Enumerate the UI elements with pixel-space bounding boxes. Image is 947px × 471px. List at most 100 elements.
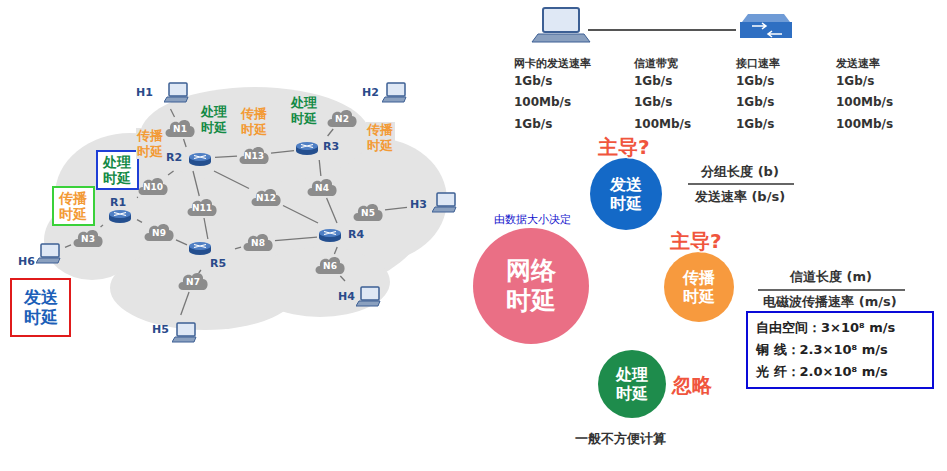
- table-cell: 1Gb/s: [634, 95, 672, 109]
- router-top: [109, 210, 131, 218]
- laptop-screen: [437, 193, 455, 206]
- cloud-node: N7: [177, 271, 209, 291]
- switch-top: [742, 14, 790, 22]
- note-label: 传播 时延: [366, 122, 395, 153]
- cloud-node: N1: [164, 118, 196, 138]
- panel-label: 自由空间：3×10⁸ m/s: [756, 317, 924, 339]
- box-label: 传播 时延: [58, 190, 89, 222]
- note-label: 传播 时延: [136, 128, 165, 159]
- host-node: H2: [360, 80, 410, 108]
- circle-node: 发送 时延: [590, 158, 662, 230]
- router-top: [189, 153, 211, 161]
- laptop-screen: [41, 244, 59, 257]
- panel-node: 自由空间：3×10⁸ m/s铜 线：2.3×10⁸ m/s光 纤：2.0×10⁸…: [746, 311, 934, 389]
- circle-label: 发送 时延: [608, 175, 645, 213]
- link-line: [215, 156, 237, 157]
- link-line: [171, 109, 175, 117]
- cloud-node: N11: [186, 197, 218, 217]
- router-arrows: [324, 232, 336, 235]
- router-label: R2: [166, 151, 182, 164]
- router-icon: [188, 241, 212, 256]
- box-label: 处理 时延: [102, 154, 133, 186]
- cloud-label: N13: [238, 151, 270, 162]
- router-label: R4: [348, 228, 364, 241]
- cloud-node: N10: [137, 176, 169, 196]
- laptop-icon: [532, 8, 590, 42]
- host-label: H5: [152, 323, 169, 336]
- cloud-node: N12: [250, 187, 282, 207]
- cloud-label: N5: [352, 208, 384, 219]
- router-icon: [295, 141, 319, 156]
- table-cell: 1Gb/s: [736, 74, 774, 88]
- cloud-part: [250, 247, 390, 317]
- router-icon: [188, 152, 212, 167]
- router-node: R2: [166, 148, 214, 170]
- table-cell: 100Mb/s: [836, 117, 893, 131]
- note-label: 传播 时延: [240, 106, 269, 137]
- router-node: R5: [188, 240, 234, 272]
- host-node: H4: [336, 282, 384, 312]
- cloud-label: N10: [137, 182, 169, 193]
- link-line: [271, 151, 294, 154]
- host-label: H4: [338, 290, 355, 303]
- cloud-node: N4: [306, 177, 338, 197]
- cloud-label: N7: [177, 277, 209, 288]
- switch-icon: [740, 14, 792, 38]
- table-cell: 1Gb/s: [634, 74, 672, 88]
- cloud-label: N4: [306, 183, 338, 194]
- router-arrows: [194, 156, 206, 159]
- formula-term: 分组长度 (b): [680, 163, 800, 181]
- cloud-label: N12: [250, 193, 282, 204]
- host-node: H3: [408, 190, 460, 218]
- note-label: 处理 时延: [290, 95, 319, 126]
- router-top: [319, 229, 341, 237]
- cloud-label: N8: [242, 238, 274, 249]
- cloud-node: N6: [314, 255, 346, 275]
- link-line: [319, 160, 321, 176]
- cloud-label: N9: [143, 228, 175, 239]
- laptop-icon: [36, 243, 62, 265]
- host-label: H1: [136, 86, 153, 99]
- cloud-label: N11: [186, 203, 218, 214]
- table-cell: 1Gb/s: [514, 117, 552, 131]
- link-line: [328, 129, 334, 136]
- cloud-label: N3: [72, 234, 104, 245]
- router-label: R1: [110, 196, 126, 209]
- panel-label: 铜 线：2.3×10⁸ m/s: [756, 339, 924, 361]
- laptop-screen: [361, 287, 379, 300]
- link-line: [235, 247, 241, 249]
- link-wire: [588, 29, 736, 31]
- switch-arrows: [752, 23, 782, 37]
- fraction-bar: [688, 183, 794, 185]
- link-line: [193, 171, 199, 196]
- note-label: 主导?: [598, 134, 650, 161]
- laptop-screen: [169, 83, 187, 96]
- formula-term: 发送速率 (b/s): [680, 188, 800, 206]
- laptop-base: [356, 301, 380, 306]
- note-label: 处理 时延: [200, 104, 229, 135]
- link-line: [101, 225, 103, 227]
- laptop-base: [382, 97, 406, 102]
- link-line: [136, 196, 138, 198]
- box-node: 发送 时延: [10, 278, 71, 337]
- switch-body: [740, 22, 792, 38]
- host-label: H3: [410, 198, 427, 211]
- note-label: 由数据大小决定: [494, 212, 571, 227]
- laptop-icon: [164, 82, 190, 104]
- router-top: [189, 242, 211, 250]
- table-cell: 信道带宽: [634, 56, 678, 71]
- circle-label: 网络 时延: [502, 256, 560, 316]
- cloud-node: N2: [326, 108, 358, 128]
- laptop-base: [172, 337, 196, 342]
- host-node: H1: [132, 80, 194, 108]
- table-cell: 100Mb/s: [514, 95, 571, 109]
- router-arrows: [301, 145, 313, 148]
- link-line: [184, 139, 187, 147]
- router-label: R5: [210, 257, 226, 270]
- laptop-icon: [432, 192, 458, 214]
- link-line: [168, 171, 173, 175]
- router-top: [296, 142, 318, 150]
